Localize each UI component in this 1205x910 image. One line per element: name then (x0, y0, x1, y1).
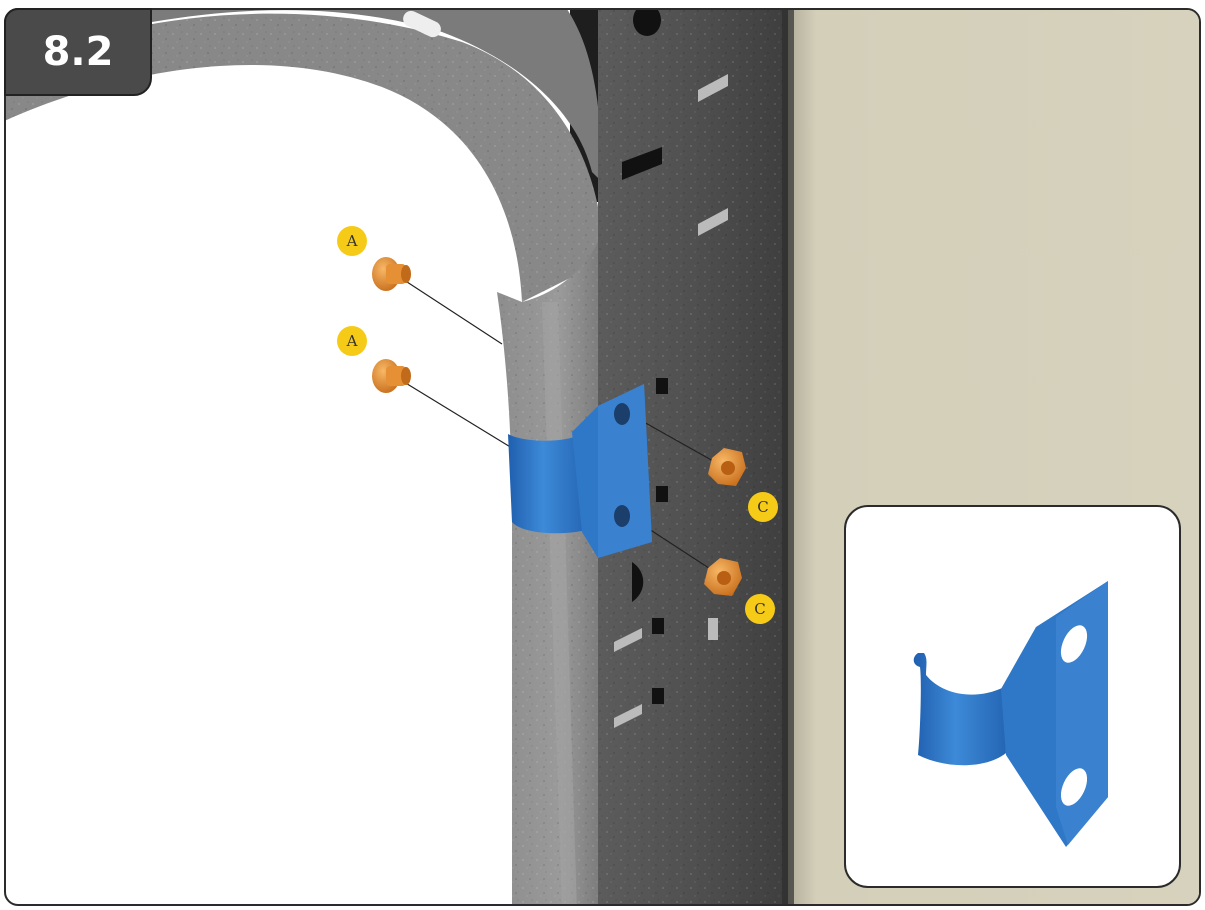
bracket-closeup-inset (844, 505, 1181, 888)
bolt-a-lower (372, 359, 411, 393)
callout-c-lower: C (745, 594, 775, 624)
bolt-a-upper (372, 257, 411, 291)
step-number-badge: 8.2 (4, 8, 152, 96)
bracket-curl (914, 653, 1006, 765)
callout-c-upper: C (748, 492, 778, 522)
illustration-frame (4, 8, 1201, 906)
callout-a-lower: A (337, 326, 367, 356)
bracket-closeup-illustration (846, 507, 1179, 886)
callout-a-upper: A (337, 226, 367, 256)
